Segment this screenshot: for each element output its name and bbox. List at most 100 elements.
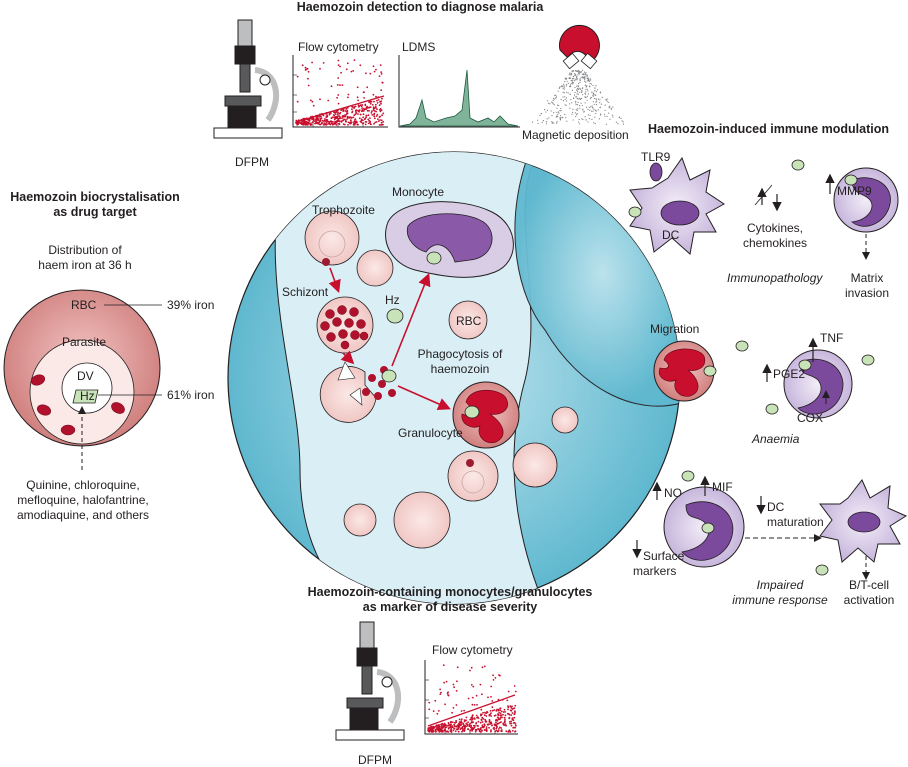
- deposition-dot: [596, 89, 599, 91]
- scatter-point: [513, 716, 516, 719]
- scatter-point: [307, 70, 310, 73]
- deposition-dot: [562, 85, 564, 87]
- deposition-dot: [569, 74, 572, 76]
- scatter-point: [351, 108, 353, 111]
- scatter-point: [303, 122, 306, 124]
- scatter-point: [475, 714, 478, 717]
- scatter-point: [494, 724, 496, 727]
- scatter-point: [377, 118, 379, 120]
- scatter-point: [511, 717, 514, 720]
- deposition-dot: [572, 77, 574, 79]
- deposition-dot: [564, 113, 566, 116]
- scatter-point: [447, 694, 449, 696]
- deposition-dot: [577, 74, 579, 76]
- scatter-point: [462, 722, 465, 725]
- scatter-point: [306, 124, 308, 126]
- microscope-icon-bottom: [335, 621, 405, 741]
- deposition-dot: [578, 97, 581, 99]
- deposition-dot: [588, 85, 591, 87]
- deposition-dot: [570, 74, 573, 76]
- scatter-point: [457, 728, 459, 731]
- deposition-dot: [565, 104, 567, 106]
- deposition-dot: [559, 110, 561, 112]
- deposition-dot: [566, 77, 568, 79]
- deposition-dot: [582, 74, 584, 76]
- scatter-point: [363, 107, 365, 110]
- deposition-dot: [570, 86, 572, 88]
- scatter-point: [498, 711, 501, 714]
- deposition-dot: [548, 117, 550, 119]
- hz-label-center: Hz: [385, 293, 400, 307]
- scatter-point: [490, 715, 492, 717]
- scatter-point: [376, 108, 378, 111]
- scatter-point: [380, 71, 383, 73]
- deposition-dot: [559, 117, 561, 119]
- scatter-point: [456, 680, 458, 683]
- scatter-point: [350, 70, 353, 73]
- scatter-point: [513, 713, 516, 716]
- scatter-point: [478, 729, 481, 732]
- scatter-point: [482, 711, 484, 714]
- deposition-dot: [553, 98, 555, 100]
- deposition-dot: [579, 107, 581, 109]
- deposition-dot: [539, 114, 541, 116]
- ldms-spectrum: [398, 55, 520, 128]
- deposition-dot: [579, 87, 581, 89]
- scatter-point: [503, 708, 506, 711]
- deposition-dot: [571, 111, 574, 113]
- deposition-dot: [605, 123, 608, 125]
- deposition-dot: [606, 115, 608, 117]
- deposition-dot: [579, 81, 581, 83]
- deposition-dot: [593, 93, 595, 95]
- scatter-point: [503, 717, 506, 719]
- scatter-point: [344, 110, 347, 112]
- deposition-dot: [581, 88, 584, 90]
- scatter-point: [429, 726, 432, 728]
- deposition-dot: [591, 91, 593, 93]
- deposition-dot: [557, 116, 559, 118]
- deposition-dot: [577, 85, 579, 87]
- scatter-point: [475, 729, 478, 731]
- scatter-point: [502, 713, 504, 716]
- scatter-point: [332, 114, 335, 116]
- scatter-point: [318, 123, 321, 126]
- flow-cytometry-label-top: Flow cytometry: [298, 40, 379, 54]
- deposition-dot: [606, 98, 608, 100]
- scatter-point: [378, 116, 381, 118]
- deposition-dot: [540, 113, 542, 115]
- scatter-point: [369, 102, 372, 105]
- scatter-point: [449, 723, 452, 726]
- deposition-dot: [587, 114, 590, 116]
- scatter-point: [480, 719, 483, 722]
- scatter-point: [490, 712, 492, 715]
- scatter-point: [369, 101, 371, 104]
- scatter-point: [434, 699, 437, 702]
- deposition-dot: [553, 112, 555, 114]
- deposition-dot: [563, 88, 565, 90]
- scatter-point: [362, 91, 365, 94]
- scatter-point: [337, 94, 340, 96]
- scatter-point: [469, 669, 471, 672]
- deposition-dot: [562, 87, 564, 89]
- scatter-point: [443, 681, 445, 684]
- deposition-dot: [571, 102, 573, 104]
- deposition-dot: [576, 85, 578, 87]
- scatter-point: [326, 119, 329, 121]
- scatter-point: [346, 112, 348, 115]
- deposition-dot: [562, 100, 565, 102]
- deposition-dot: [571, 113, 573, 115]
- scatter-point: [365, 116, 367, 119]
- deposition-dot: [579, 78, 581, 80]
- deposition-dot: [572, 83, 574, 85]
- scatter-point: [470, 716, 473, 719]
- schizont-label: Schizont: [282, 285, 329, 299]
- deposition-dot: [581, 97, 583, 99]
- scatter-point: [353, 114, 356, 117]
- scatter-point: [359, 113, 362, 116]
- deposition-dot: [610, 107, 612, 109]
- scatter-point: [513, 707, 516, 710]
- scatter-point: [361, 109, 364, 111]
- scatter-point: [488, 719, 491, 722]
- deposition-dot: [590, 96, 592, 99]
- deposition-dot: [546, 109, 549, 111]
